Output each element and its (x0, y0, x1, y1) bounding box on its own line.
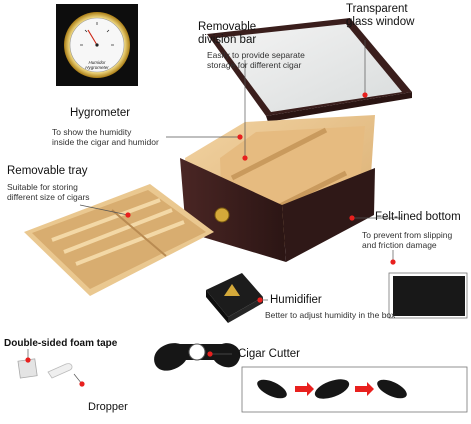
hygrometer-face-line-2: Hygrometer (85, 65, 109, 70)
felt-title: Felt-lined bottom (375, 211, 461, 223)
humidifier-title: Humidifier (270, 294, 322, 306)
felt-desc: To prevent from slipping and friction da… (362, 230, 452, 250)
arrow-right-icon (295, 382, 374, 396)
humidifier-icon (206, 273, 263, 323)
cutter-title: Cigar Cutter (238, 348, 300, 360)
glass-window-title-line-1: Transparent (346, 3, 408, 15)
foam-tape-title: Double-sided foam tape (4, 338, 118, 349)
division-bar-desc-line-2: storage for different cigar (207, 60, 302, 70)
cigar-cutter-icon (154, 343, 241, 371)
hygrometer-face-text: Humidor Hygrometer (80, 60, 114, 70)
tray-desc-line-2: different size of cigars (7, 192, 90, 202)
division-bar-desc-line-1: Easily to provide separate (207, 50, 305, 60)
hygrometer-desc: To show the humidity inside the cigar an… (52, 127, 159, 147)
felt-desc-line-2: and friction damage (362, 240, 437, 250)
tray-title: Removable tray (7, 165, 88, 177)
division-bar-title: Removable division bar (198, 21, 256, 47)
removable-tray (24, 184, 214, 296)
glass-window-title-line-2: glass window (346, 16, 415, 28)
felt-bottom-inset (388, 272, 468, 319)
tray-desc-line-1: Suitable for storing (7, 182, 78, 192)
hygrometer-desc-line-2: inside the cigar and humidor (52, 137, 159, 147)
hygrometer-title: Hygrometer (70, 107, 131, 119)
humidor-box (180, 115, 375, 262)
division-bar-title-line-1: Removable (198, 21, 257, 33)
glass-window-title: Transparent glass window (346, 3, 414, 29)
dropper-item (47, 363, 73, 379)
felt-desc-line-1: To prevent from slipping (362, 230, 453, 240)
dropper-title: Dropper (88, 401, 128, 413)
hygrometer-face-line-1: Humidor (88, 60, 106, 65)
division-bar-title-line-2: division bar (198, 34, 257, 46)
cutter-steps-strip (241, 366, 468, 413)
hygrometer-inset (56, 4, 138, 86)
hygrometer-desc-line-1: To show the humidity (52, 127, 132, 137)
humidor-lid (207, 18, 412, 122)
humidifier-desc: Better to adjust humidity in the box (265, 310, 396, 320)
division-bar-desc: Easily to provide separate storage for d… (207, 50, 305, 70)
tray-desc: Suitable for storing different size of c… (7, 182, 90, 202)
